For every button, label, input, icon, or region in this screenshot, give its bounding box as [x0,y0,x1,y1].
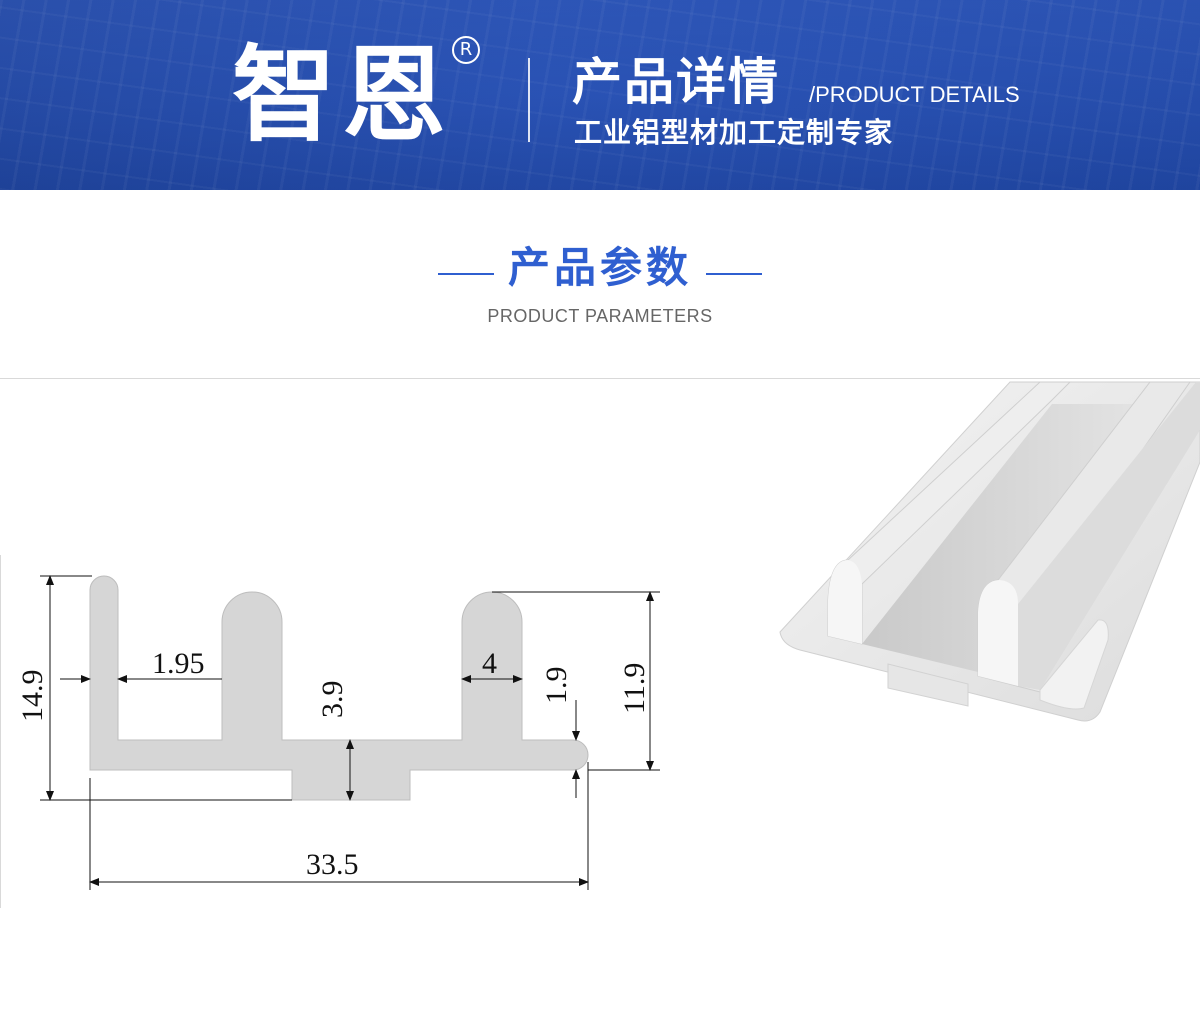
dim-rib-width: 4 [482,647,497,680]
dimension-extension-lines [40,575,660,890]
dim-base-thickness: 3.9 [316,681,349,719]
dim-rib-height: 11.9 [618,663,651,714]
section-title-en: PRODUCT PARAMETERS [487,306,713,326]
heading-rule-right [706,273,762,275]
dim-overall-height: 14.9 [16,670,49,723]
banner-background-texture [0,0,1200,190]
panel-edge-left [0,555,1,908]
registered-mark-icon: R [452,36,480,64]
profile-3d-render [779,381,1200,722]
dim-flange-thickness: 1.9 [540,667,573,705]
dimension-lines [46,575,654,886]
dim-wall-thickness: 1.95 [152,647,205,680]
banner-divider [528,58,530,142]
product-details-title-en: /PRODUCT DETAILS [809,82,1020,107]
heading-rule-left [438,273,494,275]
dim-overall-width: 33.5 [306,848,359,881]
banner-shade [0,0,1200,190]
section-title: 产品参数 [507,243,692,292]
header-banner: 智恩 R 产品详情 /PRODUCT DETAILS 工业铝型材加工定制专家 [0,0,1200,190]
brand-slogan: 工业铝型材加工定制专家 [574,116,894,149]
profile-cross-section [89,575,589,801]
product-details-title: 产品详情 [572,53,780,111]
brand-logo: 智恩 [232,34,453,156]
